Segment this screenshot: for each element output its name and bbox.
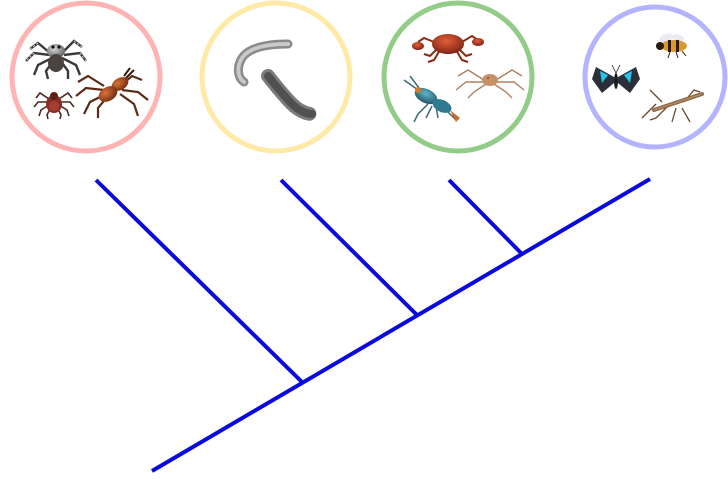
spider-crab-icon (455, 69, 525, 99)
branch-myriapods (279, 178, 419, 317)
tick-icon (33, 91, 75, 120)
crab-icon (412, 34, 484, 63)
lobster-icon (403, 75, 460, 123)
phylogenetic-tree (94, 177, 652, 473)
clade-ring-chelicerates (9, 0, 163, 154)
clade-ring-crustaceans (381, 0, 535, 154)
centipede-icon (261, 69, 319, 121)
clade-myriapods (199, 0, 353, 154)
clade-ring-insects (582, 4, 728, 150)
butterfly-icon (592, 64, 640, 93)
tree-trunk (150, 177, 652, 473)
stick-insect-icon (641, 89, 704, 123)
bee-icon (656, 33, 687, 59)
clade-ring-myriapods (199, 0, 353, 154)
branch-chelicerates (94, 178, 304, 384)
jumping-spider-icon (25, 39, 87, 80)
clade-crustaceans (381, 0, 535, 154)
clade-chelicerates (9, 0, 163, 154)
branch-crustaceans (447, 178, 523, 255)
sun-spider-icon (75, 67, 149, 118)
clade-insects (582, 4, 728, 150)
millipede-icon (233, 39, 293, 87)
